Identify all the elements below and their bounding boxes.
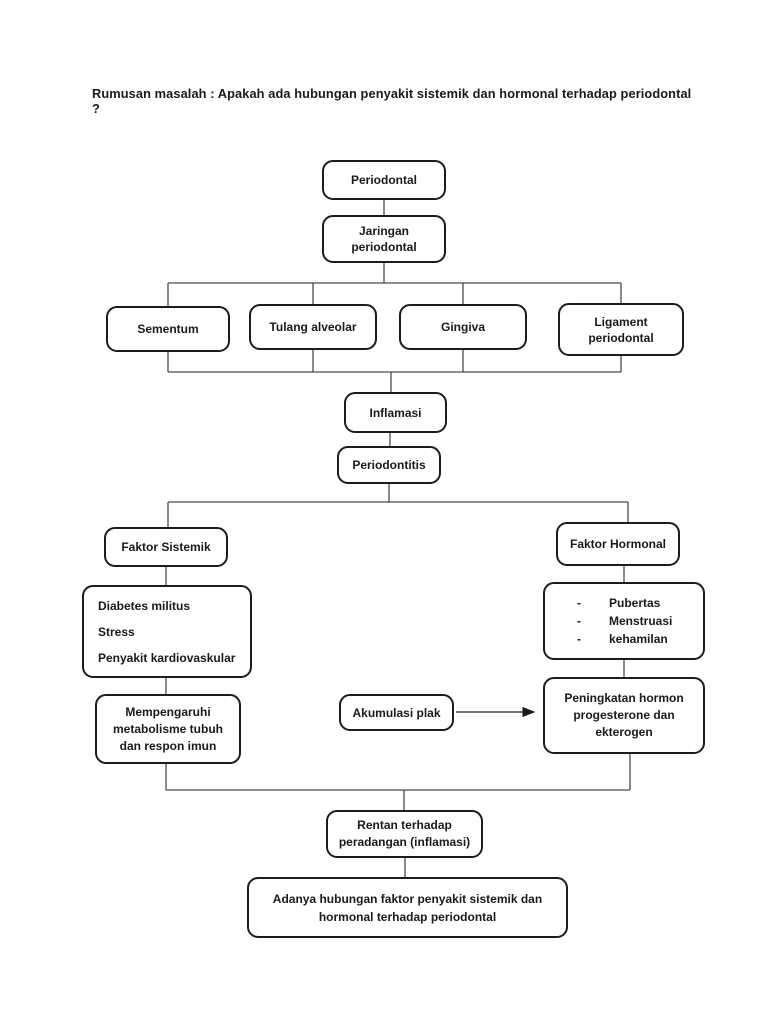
node-line: metabolisme tubuh — [112, 721, 223, 736]
node-line: peradangan (inflamasi) — [338, 835, 471, 849]
list-item: - Menstruasi — [575, 612, 672, 630]
node-line: dan respon imun — [119, 738, 217, 753]
node-line: Menstruasi — [609, 614, 673, 628]
list-item: - kehamilan — [575, 630, 668, 648]
node-hormonal-examples: - Pubertas - Menstruasi - kehamilan — [543, 582, 705, 660]
node-label: Gingiva — [440, 320, 485, 334]
node-periodontitis: Periodontitis — [337, 446, 441, 484]
node-peningkatan-hormon: Peningkatan hormon progesterone dan ekte… — [543, 677, 705, 754]
node-line: Adanya hubungan faktor penyakit sistemik… — [272, 891, 543, 906]
node-akumulasi-plak: Akumulasi plak — [339, 694, 454, 731]
node-line: kehamilan — [609, 632, 668, 646]
node-line: progesterone dan — [573, 708, 675, 722]
node-kesimpulan: Adanya hubungan faktor penyakit sistemik… — [247, 877, 568, 938]
node-line: Diabetes militus — [98, 598, 191, 613]
node-label: periodontal — [351, 240, 417, 254]
node-inflamasi: Inflamasi — [344, 392, 447, 433]
node-line: Peningkatan hormon — [564, 691, 684, 705]
node-line: Rentan terhadap — [357, 818, 452, 832]
node-gingiva: Gingiva — [399, 304, 527, 350]
node-label: Periodontitis — [352, 458, 426, 472]
list-item: - Pubertas — [575, 594, 660, 612]
node-label: periodontal — [588, 330, 654, 345]
node-mempengaruhi: Mempengaruhi metabolisme tubuh dan respo… — [95, 694, 241, 764]
node-label: Periodontal — [350, 173, 417, 187]
node-label: Ligament — [594, 314, 648, 329]
node-label: Faktor Hormonal — [569, 537, 666, 551]
node-label: Inflamasi — [369, 405, 422, 420]
node-line: ekterogen — [595, 725, 653, 739]
node-line: Pubertas — [609, 596, 661, 610]
node-line: Penyakit kardiovaskular — [98, 650, 236, 665]
node-jaringan-periodontal: Jaringan periodontal — [322, 215, 446, 263]
node-label: Jaringan — [358, 224, 409, 238]
node-ligament-periodontal: Ligament periodontal — [558, 303, 684, 356]
node-faktor-hormonal: Faktor Hormonal — [556, 522, 680, 566]
node-label: Sementum — [137, 322, 199, 336]
node-line: hormonal terhadap periodontal — [318, 909, 497, 924]
node-sistemik-examples: Diabetes militus Stress Penyakit kardiov… — [82, 585, 252, 678]
node-label: Akumulasi plak — [352, 705, 441, 720]
dash-bullet: - — [577, 614, 581, 628]
node-line: Stress — [98, 624, 135, 639]
node-sementum: Sementum — [106, 306, 230, 352]
node-label: Tulang alveolar — [269, 320, 357, 334]
node-tulang-alveolar: Tulang alveolar — [249, 304, 377, 350]
page-title: Rumusan masalah : Apakah ada hubungan pe… — [92, 86, 692, 116]
node-rentan: Rentan terhadap peradangan (inflamasi) — [326, 810, 483, 858]
dash-bullet: - — [577, 632, 581, 646]
node-periodontal: Periodontal — [322, 160, 446, 200]
dash-bullet: - — [577, 596, 581, 610]
node-faktor-sistemik: Faktor Sistemik — [104, 527, 228, 567]
node-label: Faktor Sistemik — [121, 540, 211, 554]
node-line: Mempengaruhi — [125, 704, 211, 719]
